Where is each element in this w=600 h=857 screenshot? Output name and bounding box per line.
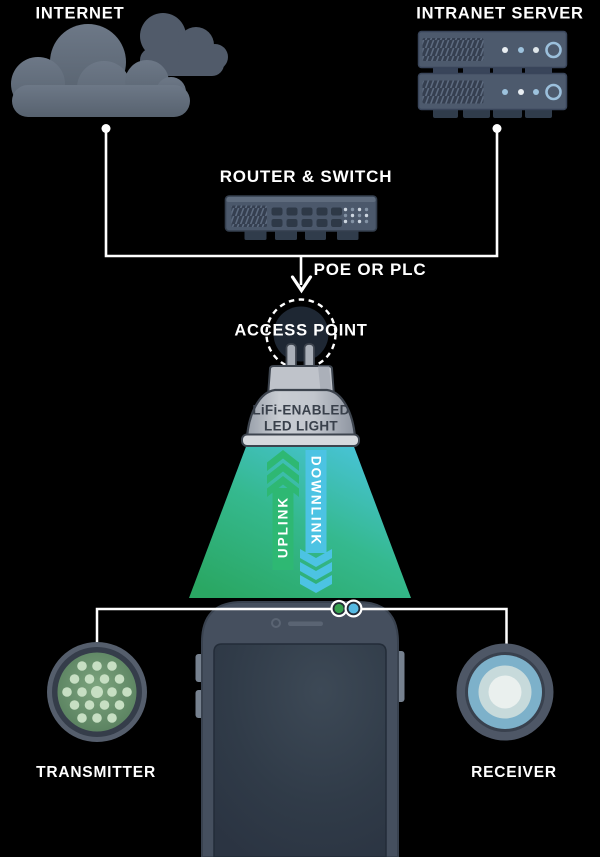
led-light-label-line2: LED LIGHT	[264, 418, 338, 434]
smartphone-icon	[195, 601, 405, 857]
cloud-icon	[11, 13, 228, 117]
led-light-label-line1: LiFi-ENABLED	[252, 402, 350, 418]
front-camera-icon	[271, 618, 281, 628]
transmitter-label: TRANSMITTER	[36, 764, 156, 781]
downlink-label: DOWNLINK	[308, 455, 324, 547]
connector-endpoint-dot	[492, 124, 502, 133]
downlink-arrow	[300, 450, 332, 593]
connector-endpoint-dot	[101, 124, 111, 133]
poe-or-plc-label: POE OR PLC	[313, 260, 427, 279]
photodiode-icon	[456, 643, 554, 741]
ethernet-ports	[271, 207, 342, 227]
server-rack-icon	[417, 30, 568, 118]
camera-sensor-dot-blue	[344, 599, 363, 618]
sensor-connector-lines	[95, 607, 508, 657]
uplink-arrow	[267, 450, 299, 570]
led-lamp-icon	[241, 365, 360, 447]
access-point-label: ACCESS POINT	[234, 321, 368, 340]
power-plug-icon	[265, 298, 337, 375]
camera-sensor-dot-green	[330, 599, 348, 618]
speaker-slot	[288, 621, 323, 626]
phone-screen	[213, 643, 387, 857]
led-array-icon	[47, 642, 147, 742]
led-dots	[62, 661, 132, 723]
light-cone	[189, 444, 411, 598]
router-switch-label: ROUTER & SWITCH	[219, 167, 393, 186]
uplink-label: UPLINK	[275, 495, 291, 559]
receiver-label: RECEIVER	[471, 764, 557, 781]
network-switch-icon	[224, 195, 378, 240]
internet-label: INTERNET	[35, 4, 125, 23]
status-led-grid	[343, 207, 369, 224]
intranet-server-label: INTRANET SERVER	[416, 4, 584, 23]
network-connector-lines	[104, 130, 499, 294]
arrow-down-icon	[290, 275, 313, 294]
